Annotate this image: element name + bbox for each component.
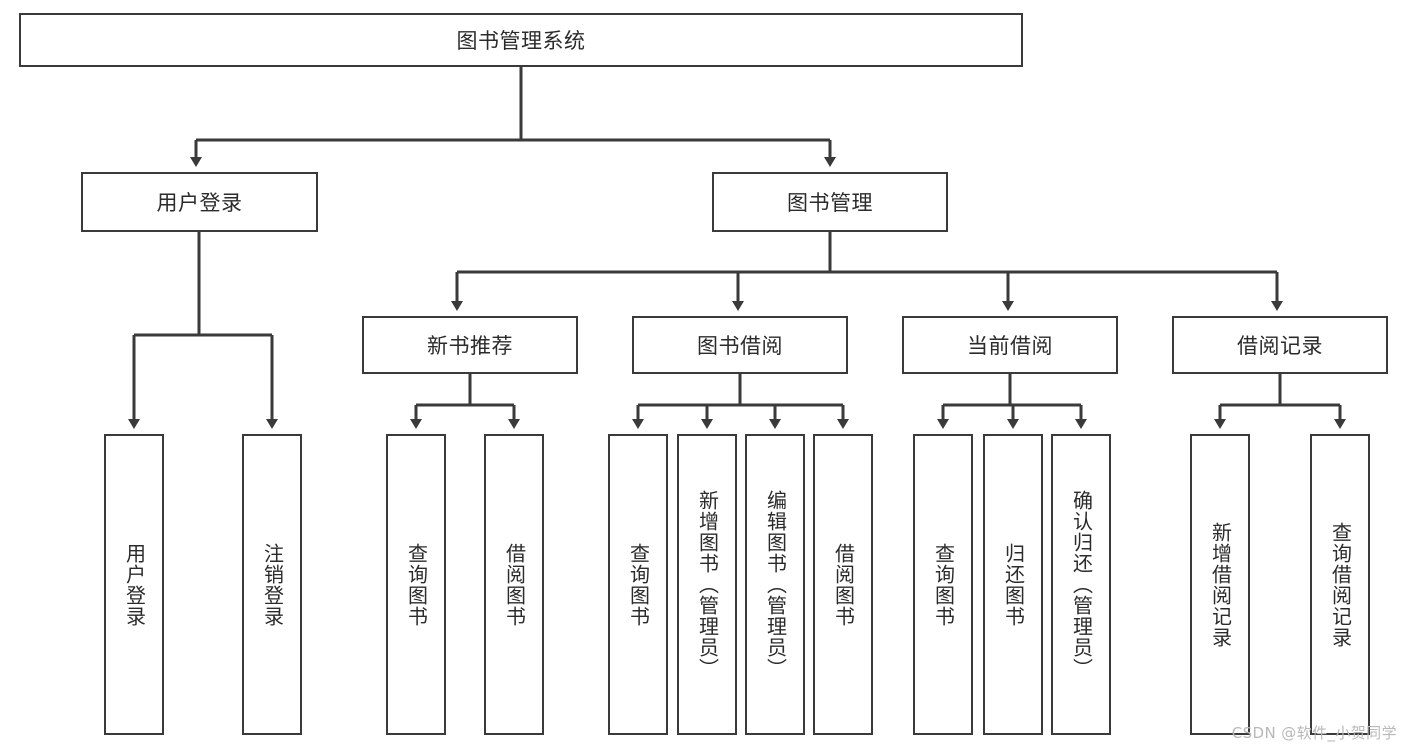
node-leaf-return-book-label: 归还图书	[1001, 542, 1026, 627]
node-borrow-record-label: 借阅记录	[1237, 334, 1323, 358]
node-leaf-query-book-recommend-label: 查询图书	[404, 542, 429, 627]
node-new-book-recommend[interactable]: 新书推荐	[362, 316, 578, 374]
node-leaf-borrow-book[interactable]: 借阅图书	[813, 434, 873, 735]
node-leaf-query-borrow-record[interactable]: 查询借阅记录	[1310, 434, 1370, 735]
node-root-system[interactable]: 图书管理系统	[19, 13, 1023, 67]
node-leaf-add-borrow-record-label: 新增借阅记录	[1208, 521, 1233, 648]
node-user-login[interactable]: 用户登录	[81, 172, 318, 232]
node-leaf-borrow-book-recommend[interactable]: 借阅图书	[484, 434, 544, 735]
node-current-borrow[interactable]: 当前借阅	[902, 316, 1118, 374]
node-book-borrow[interactable]: 图书借阅	[632, 316, 848, 374]
node-leaf-borrow-book-label: 借阅图书	[831, 542, 856, 627]
node-leaf-user-login-label: 用户登录	[122, 542, 147, 627]
node-leaf-return-book[interactable]: 归还图书	[983, 434, 1043, 735]
node-leaf-confirm-return-admin[interactable]: 确认归还（管理员）	[1051, 434, 1111, 735]
node-leaf-query-borrow-record-label: 查询借阅记录	[1328, 521, 1353, 648]
node-leaf-confirm-return-admin-label: 确认归还（管理员）	[1069, 490, 1094, 679]
node-leaf-query-book-borrow[interactable]: 查询图书	[608, 434, 668, 735]
node-leaf-edit-book-admin[interactable]: 编辑图书（管理员）	[745, 434, 805, 735]
node-leaf-edit-book-admin-label: 编辑图书（管理员）	[763, 490, 788, 679]
node-borrow-record[interactable]: 借阅记录	[1172, 316, 1388, 374]
node-book-borrow-label: 图书借阅	[697, 334, 783, 358]
node-book-management-label: 图书管理	[787, 191, 873, 215]
node-leaf-borrow-book-recommend-label: 借阅图书	[502, 542, 527, 627]
node-leaf-query-book-current[interactable]: 查询图书	[913, 434, 973, 735]
node-leaf-query-book-borrow-label: 查询图书	[626, 542, 651, 627]
node-new-book-recommend-label: 新书推荐	[427, 334, 513, 358]
csdn-watermark: CSDN @软件_小贺同学	[1231, 724, 1397, 742]
node-book-management[interactable]: 图书管理	[712, 172, 948, 232]
node-leaf-add-book-admin-label: 新增图书（管理员）	[695, 490, 720, 679]
node-leaf-add-book-admin[interactable]: 新增图书（管理员）	[677, 434, 737, 735]
node-leaf-logout-label: 注销登录	[260, 542, 285, 627]
node-leaf-query-book-recommend[interactable]: 查询图书	[386, 434, 446, 735]
node-leaf-add-borrow-record[interactable]: 新增借阅记录	[1190, 434, 1250, 735]
node-root-label: 图书管理系统	[456, 29, 586, 53]
node-leaf-query-book-current-label: 查询图书	[931, 542, 956, 627]
node-user-login-label: 用户登录	[156, 191, 243, 215]
node-current-borrow-label: 当前借阅	[967, 334, 1053, 358]
node-leaf-logout[interactable]: 注销登录	[242, 434, 302, 735]
node-leaf-user-login[interactable]: 用户登录	[104, 434, 164, 735]
